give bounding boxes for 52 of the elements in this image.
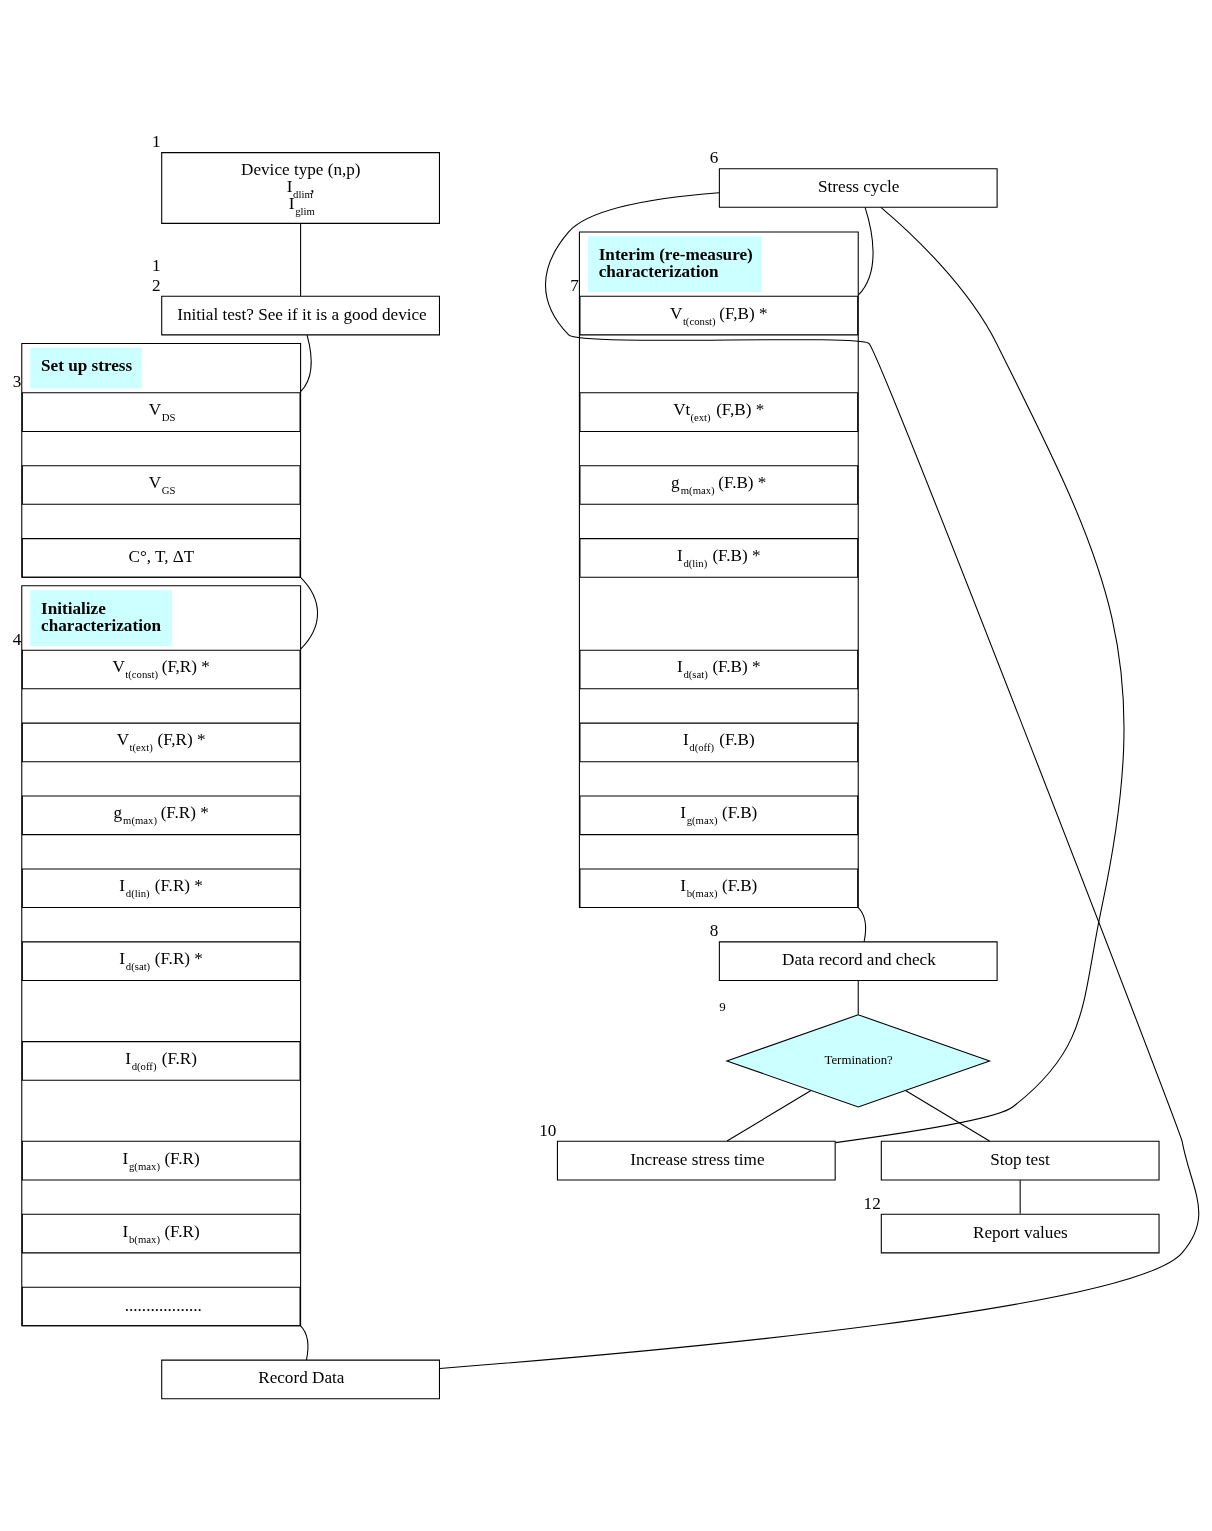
node-box: V$_{GS}$ (21, 464, 301, 505)
node-box: I$_{d(sat)}$ (F.R) * (21, 940, 301, 981)
node-box: I$_{d(sat)}$ (F.B) * (579, 649, 859, 689)
node-box: I$_{d(lin)}$ (F.B) * (579, 537, 859, 578)
node-label: 7 (570, 275, 579, 295)
connector (857, 906, 867, 942)
node-box: I$_{d(lin)}$ (F.R) * (21, 867, 301, 908)
node-label: 1 (152, 131, 161, 151)
node-box: I$_{b(max)}$ (F.R) (21, 1213, 301, 1253)
node-label: 6 (709, 147, 719, 167)
node-box: g$_{m(max)}$ (F.B) * (579, 464, 859, 505)
node-box: Stop test (880, 1140, 1160, 1180)
node-box: Increase stress time (556, 1140, 836, 1180)
connector (1019, 1179, 1021, 1214)
connector (300, 1324, 309, 1360)
connector (300, 576, 319, 650)
node-label: 3 (12, 371, 22, 391)
connector (904, 1089, 990, 1142)
node-box: I$_{b(max)}$ (F.B) (579, 867, 859, 908)
node-box: V$_{t(const)}$ (F,R) * (21, 649, 301, 689)
node-box: I$_{d(off)}$ (F.R) (21, 1040, 301, 1081)
connector (300, 222, 302, 297)
node-label: 9 (719, 999, 726, 1014)
node-box: Device type (n,p) I$_{dlim}$, I$_{glim}$ (161, 151, 440, 224)
connector (300, 334, 312, 392)
node-label: 4 (12, 629, 22, 649)
node-box: Stress cycle (718, 167, 998, 208)
node-box: I$_{d(off)}$ (F.B) (579, 722, 859, 762)
node-label: 8 (709, 920, 719, 940)
node-box: Record Data (161, 1359, 440, 1399)
node-label: 10 (539, 1120, 557, 1140)
node-box: V$_{t(const)}$ (F,B) * (579, 295, 859, 335)
node-box: g$_{m(max)}$ (F.R) * (21, 795, 301, 835)
node-box: Vt$_{(ext)}$ (F,B) * (579, 391, 859, 432)
connector (857, 979, 859, 1015)
node-box: V$_{DS}$ (21, 391, 301, 432)
node-label: 2 (152, 275, 161, 295)
node-box: .................. (21, 1286, 301, 1326)
node-box: C°, T, ΔT (21, 537, 301, 578)
node-box: I$_{g(max)}$ (F.R) (21, 1140, 301, 1180)
node-box: Report values (880, 1213, 1160, 1253)
node-diamond: Termination? (725, 1013, 992, 1108)
node-box: I$_{g(max)}$ (F.B) (579, 795, 859, 835)
connector (834, 206, 1125, 1143)
connector (857, 206, 874, 296)
node-box: Data record and check (718, 940, 998, 981)
node-box: V$_{t(ext)}$ (F,R) * (21, 722, 301, 762)
connector (726, 1089, 812, 1142)
node-box: Initial test? See if it is a good device (161, 295, 440, 335)
node-label: 1 (152, 255, 161, 275)
node-label: 12 (863, 1193, 881, 1213)
connector (439, 191, 1200, 1369)
